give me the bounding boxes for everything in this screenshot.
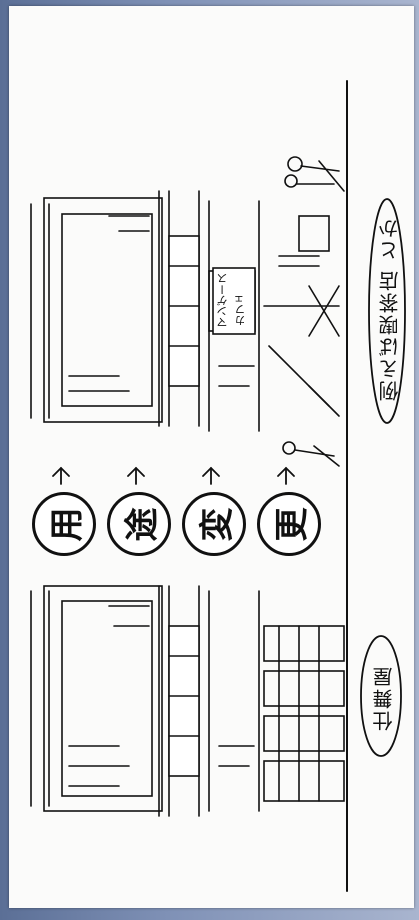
arrow-group — [52, 466, 295, 485]
cafe-sign-text-2: カフェ — [234, 293, 247, 326]
cafe-sign-text: マンゲース — [216, 273, 229, 328]
cafe-building — [30, 156, 345, 467]
stamp-hen: 変 — [182, 492, 246, 556]
before-label: 仕舞屋 — [372, 665, 396, 731]
after-label: 例えば喫茶店 とか — [378, 216, 402, 401]
stamp-to: 途 — [107, 492, 171, 556]
building-sketch — [30, 80, 406, 892]
stamp-you: 用 — [32, 492, 96, 556]
shophouse-building — [30, 585, 345, 817]
sketch-paper: 用 途 変 更 マンゲース カフェ 例えば喫茶店 とか 仕舞屋 — [9, 6, 414, 908]
stamp-kou: 更 — [257, 492, 321, 556]
